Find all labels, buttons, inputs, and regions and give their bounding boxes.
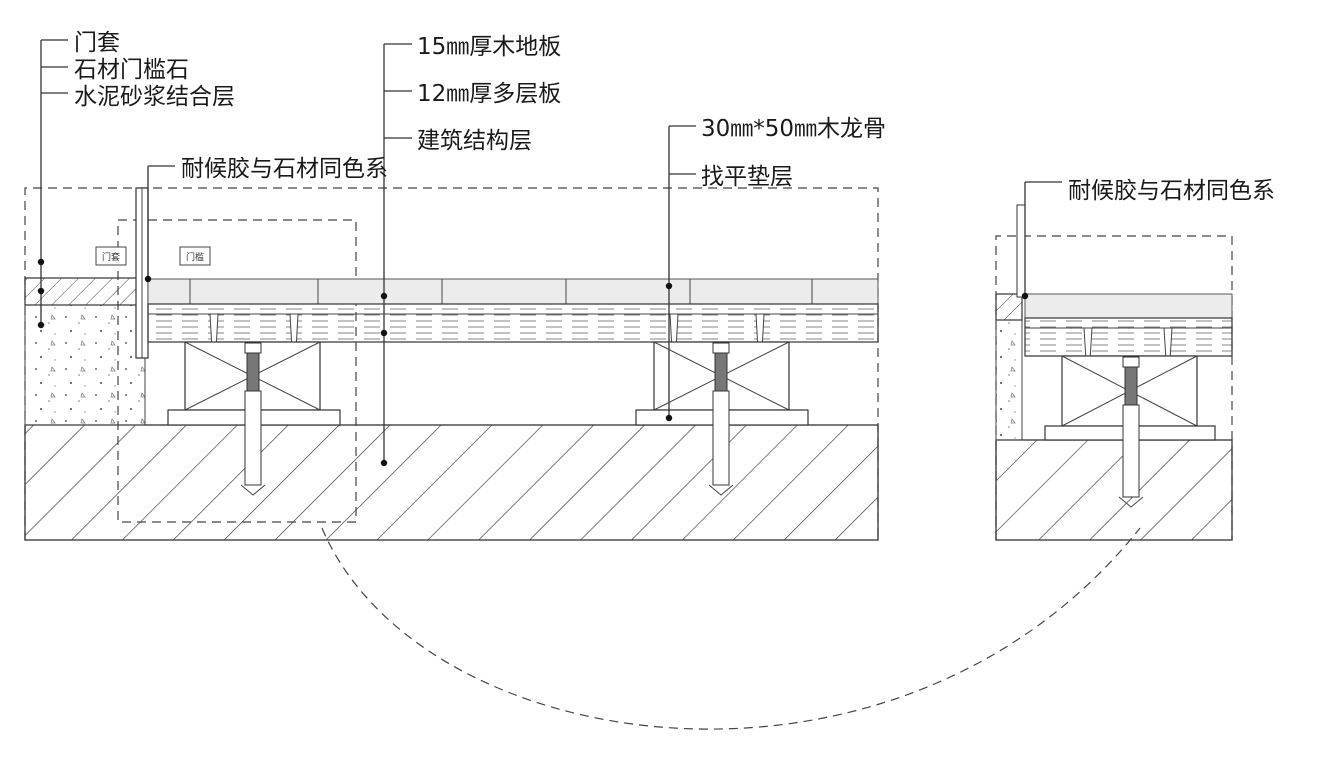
label-cement-mortar: 水泥砂浆结合层 [74, 84, 235, 110]
main-section: 门套 门槛 [24, 187, 879, 541]
wood-keel-right [635, 341, 809, 496]
stone-threshold [24, 277, 146, 306]
detail-threshold [995, 293, 1023, 321]
label-multilayer-board: 12㎜厚多层板 [417, 81, 561, 107]
label-door-casing: 门套 [74, 30, 120, 56]
wood-keel-left [167, 341, 341, 496]
detail-door-casing [1016, 204, 1026, 298]
detail-multilayer-board [1024, 317, 1233, 357]
detail-wood-floor [1024, 293, 1233, 319]
label-sealant-detail: 耐候胶与石材同色系 [1068, 178, 1275, 204]
label-wood-floor: 15㎜厚木地板 [417, 34, 561, 60]
wood-floor-boards [147, 278, 879, 305]
multilayer-board [147, 303, 879, 343]
label-sealant-left: 耐候胶与石材同色系 [181, 156, 388, 182]
cement-mortar-bed [24, 304, 146, 426]
leader-lines-center [380, 43, 412, 467]
label-stone-threshold: 石材门槛石 [74, 57, 189, 83]
detail-mortar-bed [995, 319, 1023, 441]
detail-section [995, 181, 1233, 541]
label-leveling-pad: 找平垫层 [701, 164, 793, 190]
leader-lines-right [665, 125, 696, 422]
wood-floor-joints [189, 279, 813, 304]
threshold-tag: 门槛 [186, 251, 204, 263]
concrete-slab [24, 424, 879, 541]
detail-concrete-slab [995, 439, 1233, 541]
label-wood-keel: 30㎜*50㎜木龙骨 [701, 116, 886, 142]
main-section-boundary [24, 187, 879, 540]
label-structure-layer: 建筑结构层 [417, 128, 532, 154]
detail-zoom-arc [321, 527, 1141, 730]
door-tag: 门套 [102, 251, 120, 263]
leader-lines-left [37, 39, 175, 329]
